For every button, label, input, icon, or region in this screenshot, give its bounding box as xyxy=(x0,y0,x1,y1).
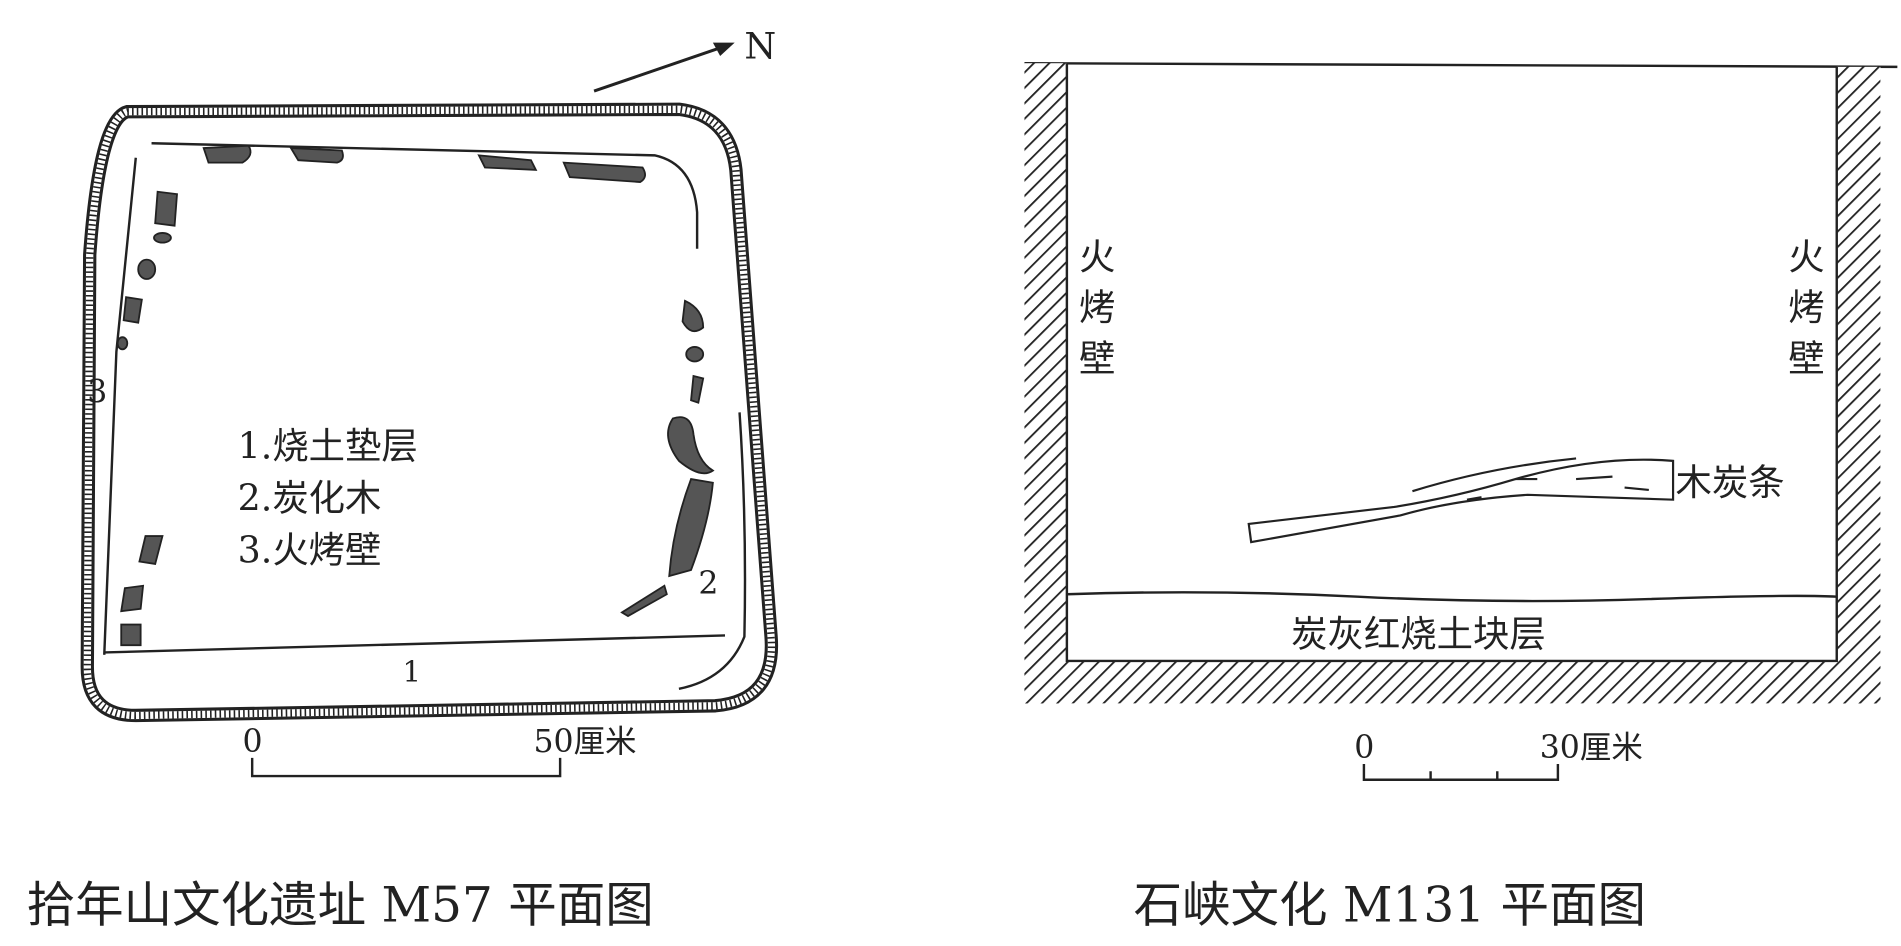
m57-plan: N 3 1 xyxy=(27,24,779,934)
charcoal-label: 木炭条 xyxy=(1675,461,1784,504)
layer-number-label: 1 xyxy=(403,655,422,689)
north-label: N xyxy=(744,24,776,67)
charcoal-number-label: 2 xyxy=(698,566,718,602)
right-caption: 石峡文化 M131 平面图 xyxy=(1134,878,1646,934)
left-wall-char: 火 xyxy=(1079,235,1115,278)
scale-end-label: 30厘米 xyxy=(1540,730,1643,766)
legend-item-3: 3.火烤壁 xyxy=(238,529,382,572)
left-caption: 拾年山文化遗址 M57 平面图 xyxy=(27,878,654,934)
north-arrow: N xyxy=(593,24,776,93)
bottom-fired-wall-hatch xyxy=(1024,660,1881,704)
charred-wood xyxy=(116,144,715,647)
right-wall-char: 壁 xyxy=(1788,337,1824,380)
left-wall-label: 火 烤 壁 xyxy=(1079,235,1115,380)
scale-bar-50cm: 0 50厘米 xyxy=(242,724,637,778)
floor-layer-line xyxy=(1066,591,1837,603)
charcoal-strip xyxy=(1247,457,1675,544)
legend-item-1: 1.烧土垫层 xyxy=(238,424,418,467)
m131-plan: 火 烤 壁 火 烤 壁 木炭条 炭灰红烧土块层 0 30厘米 石峡文化 M131… xyxy=(1024,62,1898,934)
left-wall-char: 烤 xyxy=(1079,286,1115,329)
left-fired-wall-hatch xyxy=(1024,63,1067,704)
inner-wall-line xyxy=(103,142,699,655)
inner-wall-line-right xyxy=(678,412,747,690)
right-wall-char: 火 xyxy=(1788,235,1824,278)
legend-item-2: 2.炭化木 xyxy=(238,477,382,520)
left-wall-char: 壁 xyxy=(1079,337,1115,380)
wall-number-label: 3 xyxy=(87,375,107,411)
right-wall-char: 烤 xyxy=(1788,286,1824,329)
floor-layer-label: 炭灰红烧土块层 xyxy=(1291,612,1546,655)
right-fired-wall-hatch xyxy=(1836,66,1881,704)
floor-layer-line xyxy=(104,634,726,654)
right-wall-label: 火 烤 壁 xyxy=(1788,235,1824,380)
scale-start-label: 0 xyxy=(1354,730,1374,766)
scale-start-label: 0 xyxy=(242,724,262,760)
scale-bar-30cm: 0 30厘米 xyxy=(1354,730,1643,781)
fired-wall-outline xyxy=(80,102,779,723)
scale-end-label: 50厘米 xyxy=(533,724,636,760)
